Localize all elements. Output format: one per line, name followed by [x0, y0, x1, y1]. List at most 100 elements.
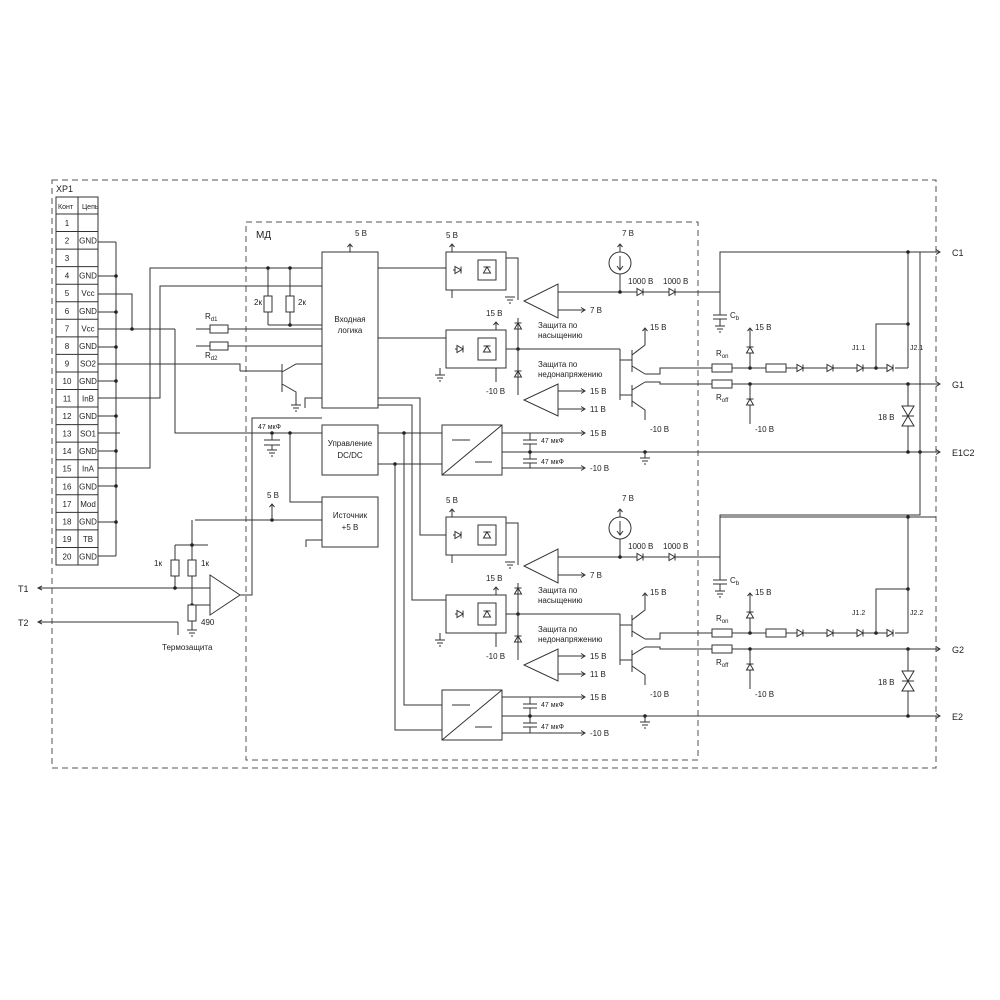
connector-net: GND [79, 307, 97, 316]
channel-1: 5 В 7 В 7 В 1000 В 1000 В Cb 15 [434, 229, 936, 452]
svg-text:-10 В: -10 В [590, 464, 609, 473]
svg-text:насыщению: насыщению [538, 596, 582, 605]
svg-text:7 В: 7 В [590, 571, 602, 580]
svg-text:недонапряжению: недонапряжению [538, 370, 602, 379]
connector-pin: 18 [63, 517, 72, 526]
connector-pin: 5 [65, 289, 70, 298]
svg-text:5 В: 5 В [446, 496, 458, 505]
source-5v-label: 5 В [267, 491, 279, 500]
svg-text:1000 В: 1000 В [628, 542, 653, 551]
rd-resistors: Rd1 Rd2 [196, 312, 322, 412]
dcdc-label-2: DC/DC [337, 451, 363, 460]
svg-text:J1.1: J1.1 [852, 345, 865, 352]
svg-text:Roff: Roff [716, 393, 729, 404]
connector-pin: 19 [63, 535, 72, 544]
svg-text:15 В: 15 В [590, 387, 606, 396]
svg-text:Защита по: Защита по [538, 625, 578, 634]
connector-net: GND [79, 272, 97, 281]
svg-text:логика: логика [338, 326, 363, 335]
svg-text:11 В: 11 В [590, 405, 606, 414]
svg-text:15 В: 15 В [590, 652, 606, 661]
connector-net: GND [79, 412, 97, 421]
terminal-g2: G2 [952, 645, 964, 655]
connector-net: Vcc [81, 324, 94, 333]
svg-text:-10 В: -10 В [650, 690, 669, 699]
connector-net: GND [79, 482, 97, 491]
connector-pin: 2 [65, 237, 70, 246]
svg-text:-10 В: -10 В [755, 690, 774, 699]
svg-text:Roff: Roff [716, 658, 729, 669]
connector-col-pin: Конт [58, 204, 74, 211]
logic-5v-label: 5 В [355, 229, 367, 238]
res-490: 490 [201, 618, 215, 627]
svg-text:Ron: Ron [716, 349, 728, 360]
svg-text:Cb: Cb [730, 311, 740, 322]
terminal-c1: C1 [952, 248, 964, 258]
svg-text:1000 В: 1000 В [628, 277, 653, 286]
connector-net: GND [79, 237, 97, 246]
dcdc-control-block [321, 424, 379, 476]
pullup-resistors: 2к 2к [246, 266, 322, 327]
svg-text:Защита по: Защита по [538, 360, 578, 369]
svg-text:-10 В: -10 В [590, 729, 609, 738]
connector-pin: 14 [63, 447, 72, 456]
res-1k-a: 1к [154, 559, 162, 568]
svg-text:J2.1: J2.1 [910, 345, 923, 352]
connector-pin: 6 [65, 307, 70, 316]
source-label-1: Источник [333, 511, 368, 520]
connector-net: InA [82, 465, 95, 474]
connector-col-net: Цепь [82, 204, 99, 211]
svg-text:1000 В: 1000 В [663, 542, 688, 551]
svg-text:-10 В: -10 В [486, 652, 505, 661]
svg-text:47 мкФ: 47 мкФ [541, 459, 564, 466]
terminal-g1: G1 [952, 380, 964, 390]
connector-net: SO2 [80, 359, 97, 368]
svg-text:15 В: 15 В [590, 693, 606, 702]
svg-text:-10 В: -10 В [650, 425, 669, 434]
terminal-e1c2: E1C2 [952, 448, 975, 458]
connector-net: Vcc [81, 289, 94, 298]
module-title: МД [256, 230, 271, 241]
connector-net: InB [82, 395, 94, 404]
connector-net: Mod [80, 500, 96, 509]
connector-net: SO1 [80, 430, 97, 439]
svg-text:15 В: 15 В [755, 588, 771, 597]
svg-text:-10 В: -10 В [486, 387, 505, 396]
dcdc-section: 47 мкФ Управление DC/DC Источник +5 В 5 … [195, 424, 442, 731]
svg-text:5 В: 5 В [446, 231, 458, 240]
connector-pin: 9 [65, 359, 70, 368]
connector-pin: 4 [65, 272, 70, 281]
module-frame [245, 221, 699, 761]
terminal-e2: E2 [952, 712, 963, 722]
connector-net: GND [79, 552, 97, 561]
svg-text:18 В: 18 В [878, 413, 894, 422]
svg-text:18 В: 18 В [878, 678, 894, 687]
terminal-t1: T1 [18, 584, 29, 594]
dcdc-converter-1: 15 В -10 В 47 мкФ 47 мкФ [441, 424, 936, 476]
res-1k-b: 1к [201, 559, 209, 568]
svg-text:11 В: 11 В [590, 670, 606, 679]
svg-text:недонапряжению: недонапряжению [538, 635, 602, 644]
connector-wires [98, 241, 322, 557]
svg-text:7 В: 7 В [622, 494, 634, 503]
connector-net: GND [79, 377, 97, 386]
thermal-label: Термозащита [162, 643, 213, 652]
svg-text:1000 В: 1000 В [663, 277, 688, 286]
svg-text:15 В: 15 В [486, 574, 502, 583]
connector-net: TB [83, 535, 93, 544]
connector-pin: 12 [63, 412, 72, 421]
svg-text:47 мкФ: 47 мкФ [541, 724, 564, 731]
rd1-label: Rd1 [205, 312, 218, 323]
connector-pin: 13 [63, 430, 72, 439]
svg-text:Ron: Ron [716, 614, 728, 625]
thermal-protection: 1к 1к 490 T1 T2 Термозащита [18, 417, 322, 652]
res-2k-b: 2к [298, 298, 306, 307]
outer-frame [51, 179, 937, 769]
connector-pin: 10 [63, 377, 72, 386]
source-5v-block [321, 496, 379, 548]
cap-47-main: 47 мкФ [258, 424, 281, 431]
svg-text:насыщению: насыщению [538, 331, 582, 340]
